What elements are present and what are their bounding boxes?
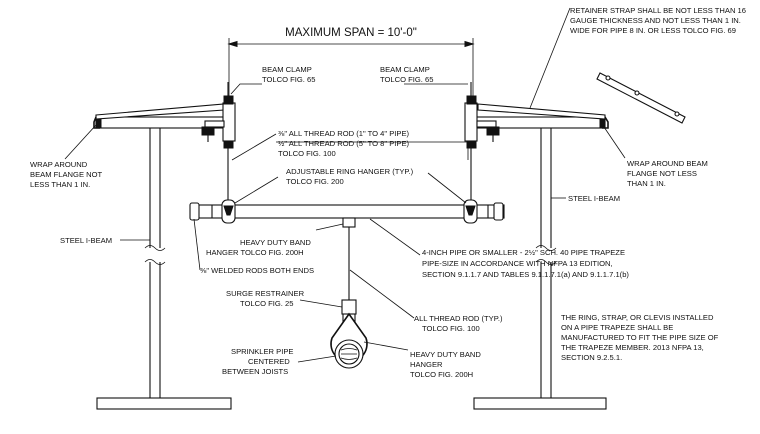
note-line5: SECTION 9.2.5.1.	[561, 353, 622, 362]
heavy-band-top-line2: HANGER TOLCO FIG. 200H	[206, 248, 304, 257]
left-beam-clamp	[201, 82, 236, 149]
sprinkler-pipe-line2: CENTERED	[248, 357, 290, 366]
right-ring-hanger	[463, 199, 478, 224]
note-line4: THE TRAPEZE MEMBER. 2013 NFPA 13,	[561, 343, 704, 352]
svg-text:4-INCH PIPE OR SMALLER - 2½" S: 4-INCH PIPE OR SMALLER - 2½" SCH. 40 PIP…	[422, 248, 629, 279]
svg-text:ADJUSTABLE RING HANGER (TYP.)T: ADJUSTABLE RING HANGER (TYP.)TOLCO FIG. …	[286, 167, 414, 186]
left-ring-hanger	[221, 199, 236, 224]
ring-hanger-line2: TOLCO FIG. 200	[286, 177, 344, 186]
trapeze-pipe-line2: PIPE-SIZE IN ACCORDANCE WITH NFPA 13 EDI…	[422, 259, 613, 268]
thread-rod-line1: ⅜" ALL THREAD ROD (1" TO 4" PIPE)	[278, 129, 410, 138]
retainer-strap-detail	[596, 72, 686, 124]
wrap-left-line3: LESS THAN 1 IN.	[30, 180, 90, 189]
svg-text:⅜" ALL THREAD ROD (1" TO 4" PI: ⅜" ALL THREAD ROD (1" TO 4" PIPE)½" ALL …	[278, 129, 410, 158]
wrap-right-line1: WRAP AROUND BEAM	[627, 159, 708, 168]
center-band-hanger	[342, 217, 356, 300]
steel-beam-right-label: STEEL I-BEAM	[568, 194, 620, 203]
retainer-strap-line1: RETAINER STRAP SHALL BE NOT LESS THAN 16	[570, 6, 746, 15]
trapeze-pipe	[189, 202, 505, 221]
wrap-right-line2: FLANGE NOT LESS	[627, 169, 697, 178]
trapeze-pipe-line3: SECTION 9.1.1.7 AND TABLES 9.1.1.7.1(a) …	[422, 270, 629, 279]
surge-restrainer-line2: TOLCO FIG. 25	[240, 299, 293, 308]
retainer-strap-line3: WIDE FOR PIPE 8 IN. OR LESS TOLCO FIG. 6…	[570, 26, 736, 35]
heavy-band-bottom-line1: HEAVY DUTY BAND	[410, 350, 481, 359]
thread-rod-line3: TOLCO FIG. 100	[278, 149, 336, 158]
note-line1: THE RING, STRAP, OR CLEVIS INSTALLED	[561, 313, 714, 322]
ring-hanger-line1: ADJUSTABLE RING HANGER (TYP.)	[286, 167, 414, 176]
all-thread-typ-line1: ALL THREAD ROD (TYP.)	[414, 314, 503, 323]
wrap-left-line1: WRAP AROUND	[30, 160, 88, 169]
trapeze-pipe-line1: 4-INCH PIPE OR SMALLER - 2½" SCH. 40 PIP…	[422, 248, 625, 257]
surge-restrainer-line1: SURGE RESTRAINER	[226, 289, 305, 298]
all-thread-typ-line2: TOLCO FIG. 100	[422, 324, 480, 333]
beam-clamp-right-line2: TOLCO FIG. 65	[380, 75, 433, 84]
retainer-strap-line2: GAUGE THICKNESS AND NOT LESS THAN 1 IN.	[570, 16, 741, 25]
span-label: MAXIMUM SPAN = 10'-0"	[285, 27, 417, 39]
wrap-right-line3: THAN 1 IN.	[627, 179, 666, 188]
heavy-band-bottom-line3: TOLCO FIG. 200H	[410, 370, 473, 379]
note-line2: ON A PIPE TRAPEZE SHALL BE	[561, 323, 673, 332]
note-line3: MANUFACTURED TO FIT THE PIPE SIZE OF	[561, 333, 719, 342]
span-dimension: MAXIMUM SPAN = 10'-0"	[227, 27, 475, 105]
leader-lines	[64, 7, 626, 363]
welded-rods-label: ⅜" WELDED RODS BOTH ENDS	[200, 266, 314, 275]
steel-beam-left-label: STEEL I-BEAM	[60, 236, 112, 245]
heavy-band-bottom-line2: HANGER	[410, 360, 443, 369]
beam-clamp-left-line2: TOLCO FIG. 65	[262, 75, 315, 84]
sprinkler-pipe-line1: SPRINKLER PIPE	[231, 347, 293, 356]
svg-text:RETAINER STRAP SHALL BE NOT LE: RETAINER STRAP SHALL BE NOT LESS THAN 16…	[570, 6, 746, 35]
left-steel-beam	[95, 116, 232, 410]
thread-rod-line2: ½" ALL THREAD ROD (5" TO 8" PIPE)	[278, 139, 410, 148]
svg-text:ALL THREAD ROD (TYP.)TOLCO FIG: ALL THREAD ROD (TYP.)TOLCO FIG. 100	[414, 314, 503, 333]
sprinkler-pipe-assembly	[330, 299, 368, 369]
heavy-band-top-line1: HEAVY DUTY BAND	[240, 238, 311, 247]
sprinkler-pipe-line3: BETWEEN JOISTS	[222, 367, 288, 376]
beam-clamp-right-line1: BEAM CLAMP	[380, 65, 430, 74]
wrap-left-line2: BEAM FLANGE NOT	[30, 170, 103, 179]
right-beam-clamp	[464, 82, 500, 149]
beam-clamp-left-line1: BEAM CLAMP	[262, 65, 312, 74]
